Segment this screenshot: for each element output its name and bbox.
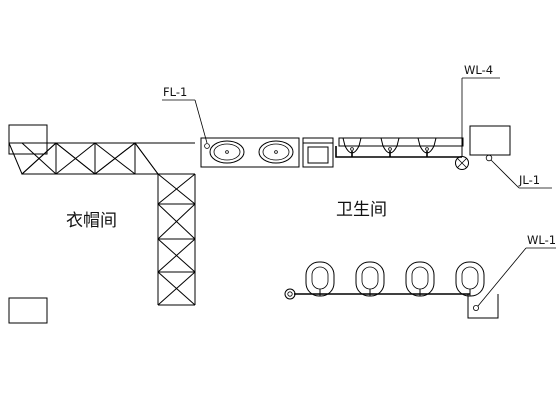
tag-wl4: WL-4 (464, 63, 493, 77)
vertical-clothes-rail (157, 173, 196, 306)
mop-sink (302, 137, 334, 168)
tag-fl1: FL-1 (163, 85, 187, 99)
vanity-counter (200, 137, 300, 168)
pipe-shaft-box (469, 125, 511, 156)
tag-wl1: WL-1 (527, 233, 556, 247)
squat-toilet-3 (405, 261, 435, 297)
basin-left (209, 140, 245, 164)
cleanout (284, 288, 296, 300)
cabinet-box-bottom-left (8, 297, 48, 324)
restroom-area: 卫生间 (200, 125, 511, 319)
horizontal-clothes-rail (8, 142, 195, 175)
counter-top (200, 137, 300, 168)
pipe-niche (467, 294, 499, 319)
tag-jl1: JL-1 (518, 173, 540, 187)
basin-right (258, 140, 294, 164)
squat-toilet-2 (355, 261, 385, 297)
wall-fixtures-top (335, 137, 469, 170)
squat-toilet-1 (305, 261, 335, 297)
squat-toilets (284, 261, 499, 319)
leader-tags: FL-1 WL-4 JL-1 WL-1 (162, 63, 556, 307)
cloakroom-label: 衣帽间 (66, 211, 117, 231)
cloakroom-area: 衣帽间 (8, 124, 196, 324)
drain-pipe-top (335, 146, 462, 158)
squat-toilet-4 (455, 261, 485, 297)
riser-wl1 (472, 304, 479, 311)
riser-jl1 (485, 154, 493, 162)
cabinet-box-top-left (8, 124, 48, 155)
floor-drain-symbol (204, 143, 210, 149)
restroom-label: 卫生间 (336, 200, 387, 220)
